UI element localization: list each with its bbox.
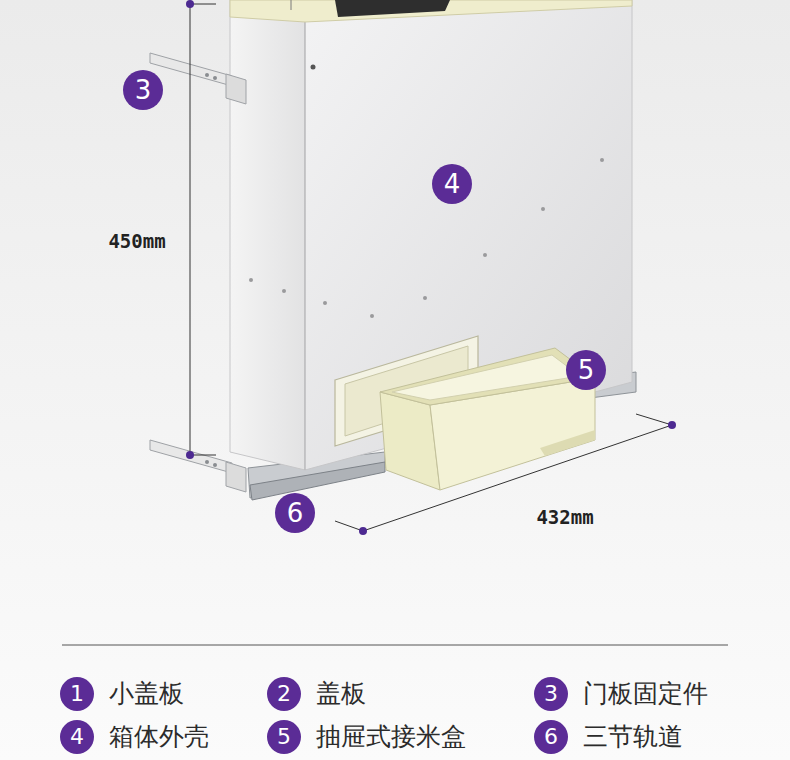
- key-item: 3门板固定件: [534, 677, 568, 711]
- callout-circle-shape: [60, 677, 94, 711]
- key-item: 5抽屉式接米盒: [267, 720, 301, 754]
- separator-line: [62, 645, 728, 646]
- callout-circle-shape: [432, 164, 472, 204]
- callout-circle-shape: [267, 677, 301, 711]
- key-item: 6三节轨道: [534, 720, 568, 754]
- dimension-line: [186, 0, 216, 459]
- callout-number: 3: [123, 70, 163, 110]
- callout-number: 5: [566, 350, 606, 390]
- key-item: 1小盖板: [60, 677, 94, 711]
- callout-number-text: 4: [432, 164, 472, 204]
- part-name: 盖板: [316, 680, 366, 709]
- callout-number-text: 3: [534, 677, 568, 711]
- part-name: 抽屉式接米盒: [316, 723, 466, 752]
- dimension-label: 432mm: [536, 507, 593, 528]
- callout-circle-shape: [60, 720, 94, 754]
- callout-circle-shape: [275, 493, 315, 533]
- callout-number-text: 1: [60, 677, 94, 711]
- part-name: 箱体外壳: [109, 723, 209, 752]
- callout-number: 4: [432, 164, 472, 204]
- callout-number-text: 5: [267, 720, 301, 754]
- callout-number-text: 4: [60, 720, 94, 754]
- rice-drawer: [380, 348, 595, 490]
- callout-circle-shape: [267, 720, 301, 754]
- part-name: 三节轨道: [583, 723, 683, 752]
- part-name: 门板固定件: [583, 680, 708, 709]
- callout-circle-shape: [534, 677, 568, 711]
- key-item: 2盖板: [267, 677, 301, 711]
- key-item: 4箱体外壳: [60, 720, 94, 754]
- dimension-label: 450mm: [108, 231, 165, 252]
- part-name: 小盖板: [109, 680, 184, 709]
- callout-number-text: 6: [534, 720, 568, 754]
- callout-number: 6: [275, 493, 315, 533]
- callout-circle-shape: [566, 350, 606, 390]
- callout-number-text: 6: [275, 493, 315, 533]
- callout-circle-shape: [123, 70, 163, 110]
- callout-circle-shape: [534, 720, 568, 754]
- callout-number-text: 2: [267, 677, 301, 711]
- dimension-line: [335, 414, 676, 535]
- door-bracket: [150, 53, 246, 492]
- callout-number-text: 5: [566, 350, 606, 390]
- callout-number-text: 3: [123, 70, 163, 110]
